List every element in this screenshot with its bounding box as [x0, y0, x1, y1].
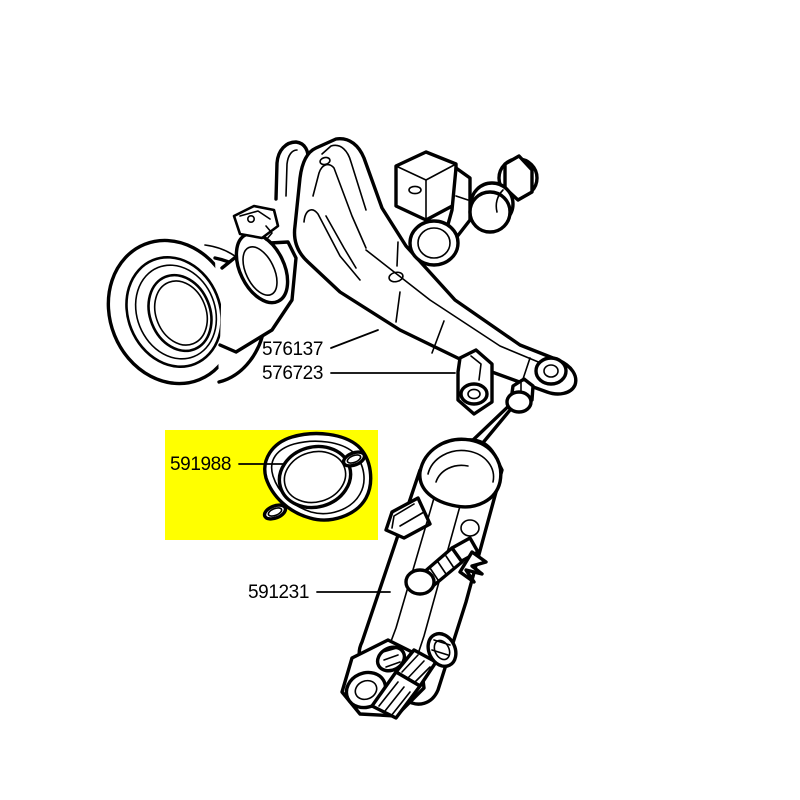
sealing-washer: [426, 631, 458, 669]
side-stud: [404, 536, 480, 596]
leader-576137: [330, 329, 379, 349]
callout-number-576723: 576723: [262, 363, 323, 384]
pivot-ball-stud: [468, 154, 539, 234]
clutch-release-fork-lever: [292, 137, 578, 396]
callout-number-591231: 591231: [248, 582, 309, 603]
clutch-slave-cylinder: [340, 437, 504, 720]
callout-number-576137: 576137: [262, 339, 323, 360]
clutch-release-bearing: [106, 204, 298, 386]
callout-number-591988: 591988: [170, 454, 231, 475]
bleed-nipple: [370, 648, 438, 720]
slave-cylinder-gasket: [262, 431, 373, 522]
release-fork-pivot-bracket: [394, 150, 494, 416]
